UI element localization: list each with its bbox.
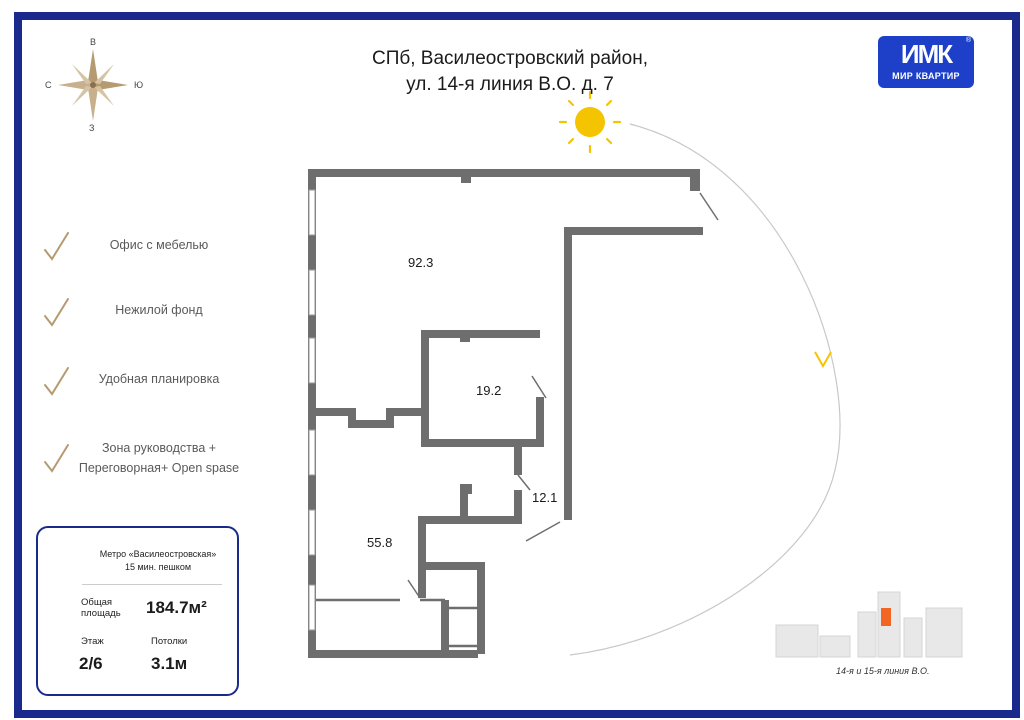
- floor-label: Этаж: [81, 636, 104, 647]
- location-map: [775, 591, 963, 658]
- feature-item: Удобная планировка: [98, 372, 220, 386]
- page-frame: [14, 12, 1020, 718]
- walls: [308, 169, 703, 658]
- metro-station: Метро «Василеостровская» 15 мин. пешком: [88, 548, 228, 574]
- compass-label-north: В: [90, 37, 97, 47]
- feature-item: Зона руководства +: [101, 441, 217, 455]
- area-label-line1: Общая: [81, 597, 113, 608]
- brand-mark: ИМК: [900, 39, 953, 69]
- ceiling-value: 3.1м: [151, 654, 188, 673]
- check-icon: [44, 444, 69, 473]
- divider: [82, 584, 222, 585]
- building-highlight: [881, 608, 891, 626]
- floor-value: 2/6: [79, 654, 103, 673]
- compass-label-east: Ю: [134, 80, 144, 90]
- registered-mark: ®: [965, 37, 971, 44]
- info-card: Метро «Василеостровская» 15 мин. пешком …: [36, 526, 239, 696]
- feature-item: Офис с мебелью: [109, 238, 209, 252]
- metro-name: Метро «Василеостровская»: [99, 549, 217, 559]
- sun-icon: [558, 90, 622, 154]
- metro-walk-time: 15 мин. пешком: [124, 562, 192, 572]
- arrow-icon: [814, 351, 832, 369]
- compass-label-south: З: [89, 123, 95, 133]
- sun-path-arc: [569, 123, 841, 656]
- brand-name: МИР КВАРТИР: [892, 71, 960, 81]
- doors: [407, 192, 719, 599]
- moon-icon: [547, 640, 568, 682]
- check-icon: [44, 298, 69, 327]
- check-icon: [44, 232, 69, 261]
- page-title-line2: ул. 14-я линия В.О. д. 7: [406, 74, 614, 95]
- area-label: Общая площадь: [81, 597, 121, 619]
- location-caption: 14-я и 15-я линия В.О.: [836, 666, 930, 676]
- area-label-line2: площадь: [81, 608, 121, 619]
- compass-label-west: С: [45, 80, 52, 90]
- room-area-main: 92.3: [408, 255, 434, 270]
- check-icon: [44, 367, 69, 396]
- feature-item: Переговорная+ Open spase: [78, 461, 240, 475]
- feature-item: Нежилой фонд: [115, 303, 203, 317]
- room-area-open: 55.8: [367, 535, 393, 550]
- ceiling-label: Потолки: [151, 636, 188, 647]
- area-value: 184.7м²: [146, 598, 207, 617]
- compass-rose-icon: [58, 49, 128, 121]
- page-title-line1: СПб, Василеостровский район,: [371, 48, 648, 69]
- room-area-hall: 12.1: [532, 490, 558, 505]
- brand-logo[interactable]: ® ИМК МИР КВАРТИР: [878, 36, 974, 88]
- room-area-office: 19.2: [476, 383, 502, 398]
- windows: [308, 189, 316, 631]
